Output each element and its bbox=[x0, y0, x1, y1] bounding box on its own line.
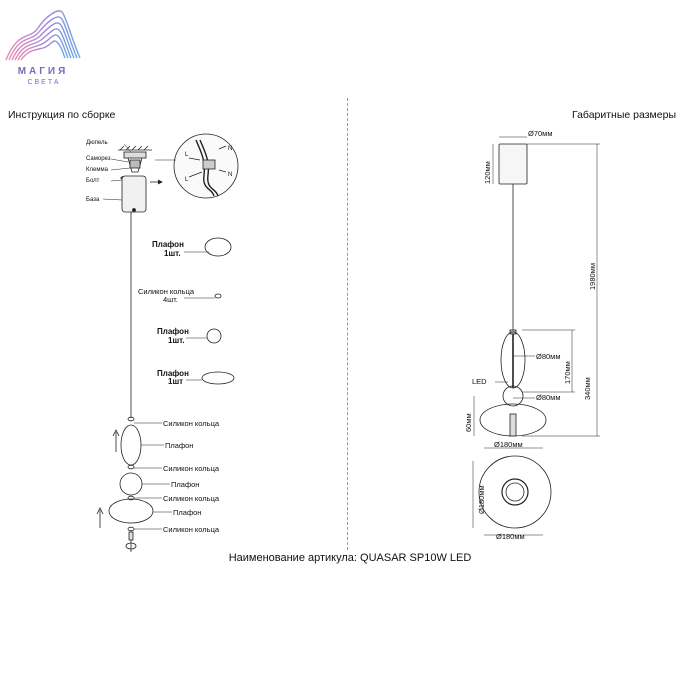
base-canopy bbox=[121, 175, 147, 213]
stack-label-5: Силикон кольца bbox=[163, 494, 220, 503]
brand-subtitle: СВЕТА bbox=[27, 79, 61, 86]
stack-label-6: Плафон bbox=[173, 508, 201, 517]
label-screw: Саморез bbox=[86, 156, 111, 162]
part3-name: Плафон bbox=[157, 327, 189, 336]
wiring-inset bbox=[155, 133, 239, 199]
label-bolt: Болт bbox=[86, 178, 100, 184]
dim-shade1-height: 170мм bbox=[563, 361, 572, 384]
dim-bottom-view bbox=[478, 455, 552, 529]
part3-qty: 1шт. bbox=[168, 336, 185, 345]
dim-bottom-diameter: Ø180мм bbox=[496, 532, 525, 541]
part4-qty: 1шт bbox=[168, 377, 183, 386]
section-divider bbox=[347, 98, 348, 550]
stack-label-3: Силикон кольца bbox=[163, 464, 220, 473]
dim-canopy bbox=[498, 143, 528, 185]
leader-lines bbox=[102, 143, 132, 201]
inset-label-l1: L bbox=[185, 152, 189, 158]
stack-label-1: Силикон кольца bbox=[163, 419, 220, 428]
dim-lamp-body bbox=[479, 329, 547, 437]
article-name: Наименование артикула: QUASAR SP10W LED bbox=[0, 552, 700, 564]
inset-label-n1: N bbox=[228, 146, 232, 152]
part1-name: Плафон bbox=[152, 240, 184, 249]
part4-name: Плафон bbox=[157, 369, 189, 378]
dim-lines bbox=[472, 136, 600, 536]
stack-leaders bbox=[134, 422, 172, 530]
part2-qty: 4шт. bbox=[163, 295, 178, 304]
stack-label-2: Плафон bbox=[165, 441, 193, 450]
part-shade-disk bbox=[201, 371, 235, 385]
article-code: QUASAR SP10W LED bbox=[360, 552, 472, 564]
dim-shade2-diameter: Ø80мм bbox=[536, 393, 561, 402]
label-dowel: Дюпель bbox=[86, 140, 108, 146]
assembly-arrows bbox=[96, 429, 120, 528]
dim-led-label: LED bbox=[472, 377, 487, 386]
dimension-labels: Ø70мм 120мм 1980мм Ø80мм 170мм LED 340мм… bbox=[464, 129, 597, 541]
dim-disk-height: 60мм bbox=[464, 413, 473, 432]
label-terminal: Клемма bbox=[86, 167, 109, 173]
brand-name: МАГИЯ bbox=[17, 66, 69, 77]
inset-label-n2: N bbox=[228, 172, 232, 178]
part1-qty: 1шт. bbox=[164, 249, 181, 258]
dim-total-height: 1980мм bbox=[588, 263, 597, 290]
part2-name: Силикон кольца bbox=[138, 287, 195, 296]
inset-label-l2: L bbox=[185, 177, 189, 183]
dim-canopy-height: 120мм bbox=[483, 161, 492, 184]
assembly-labels: Дюпель Саморез Клемма Болт База L N L N … bbox=[86, 140, 232, 534]
article-prefix: Наименование артикула: bbox=[228, 552, 357, 564]
dim-shade1-diameter: Ø80мм bbox=[536, 352, 561, 361]
part-shade-ball bbox=[206, 328, 222, 344]
stacked-assembly bbox=[108, 416, 154, 552]
stack-label-4: Плафон bbox=[171, 480, 199, 489]
dimensions-title: Габаритные размеры bbox=[572, 109, 676, 121]
part-shade-oval bbox=[204, 237, 232, 257]
stack-label-7: Силикон кольца bbox=[163, 525, 220, 534]
dim-bottom-height: Ø180мм bbox=[477, 485, 486, 514]
dim-lamp-height: 340мм bbox=[583, 377, 592, 400]
part-silicone-ring bbox=[214, 293, 222, 299]
label-base: База bbox=[86, 197, 100, 203]
ceiling-hatch bbox=[118, 145, 152, 151]
assembly-title: Инструкция по сборке bbox=[8, 109, 116, 121]
dim-disk-diameter: Ø180мм bbox=[494, 440, 523, 449]
dim-canopy-diameter: Ø70мм bbox=[528, 129, 553, 138]
